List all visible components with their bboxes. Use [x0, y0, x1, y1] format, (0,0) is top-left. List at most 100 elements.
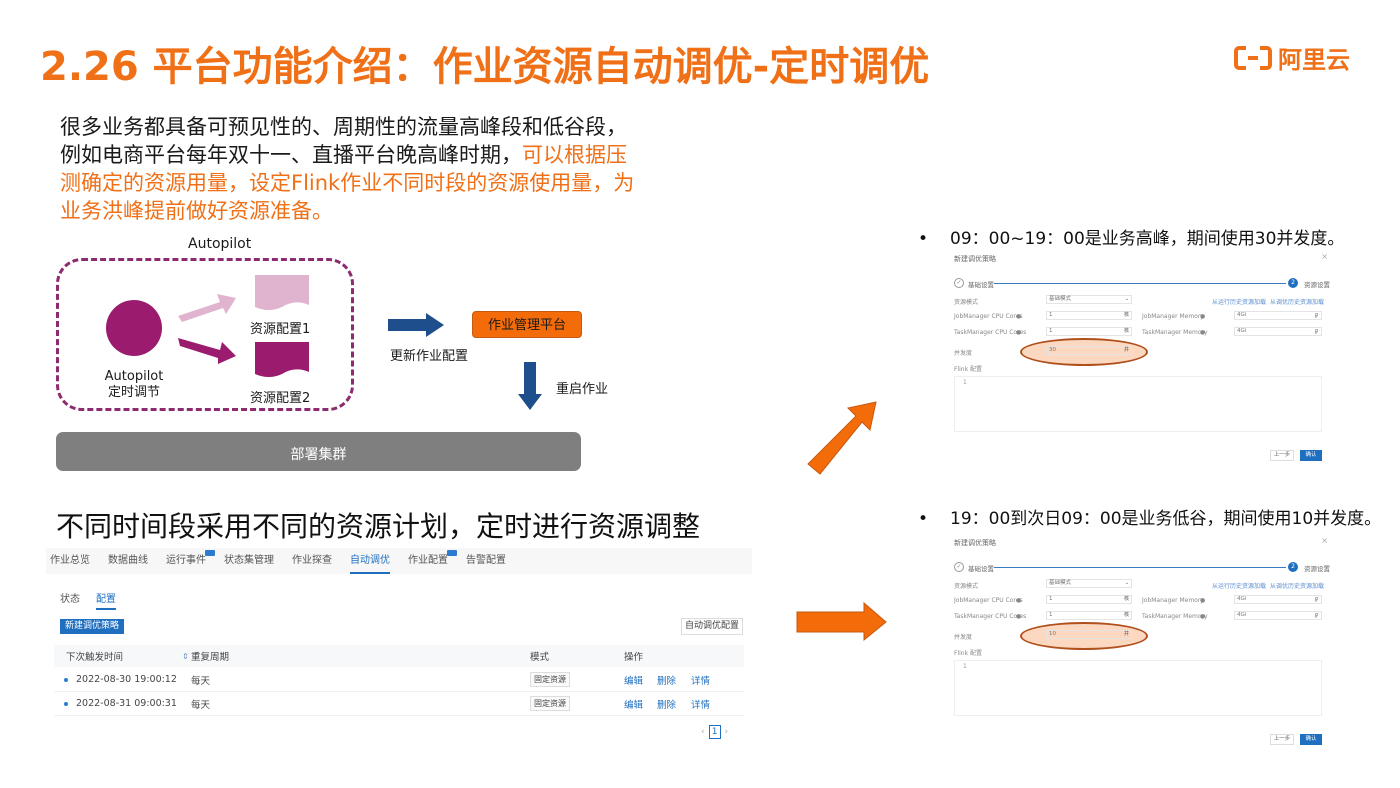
page-1-button[interactable]: 1: [708, 725, 721, 739]
intro-line-2-highlight: 可以根据压: [522, 143, 627, 167]
tab-job-inspect[interactable]: 作业探查: [292, 555, 332, 566]
autopilot-circle-label: Autopilot 定时调节: [104, 369, 164, 400]
tab-run-events[interactable]: 运行事件: [166, 548, 215, 574]
confirm-button[interactable]: 确认: [1300, 450, 1322, 461]
tab-auto-tuning[interactable]: 自动调优: [350, 548, 390, 574]
subtab-status[interactable]: 状态: [60, 594, 80, 605]
auto-tuning-config-button[interactable]: 自动调优配置: [681, 618, 743, 635]
next-page-icon[interactable]: ›: [724, 727, 729, 737]
tab-state-management[interactable]: 状态集管理: [224, 555, 274, 566]
col-repeat: 重复周期: [191, 652, 230, 663]
mode-tag: 固定资源: [530, 696, 570, 711]
update-arrow-icon: [388, 313, 444, 337]
status-dot-icon: [64, 677, 68, 682]
col-ops: 操作: [624, 652, 644, 663]
chevron-down-icon: ⌄: [1124, 296, 1129, 302]
stepper: ✓ 基础设置 2 资源设置: [954, 562, 1330, 574]
stepper: ✓ 基础设置 2 资源设置: [954, 278, 1330, 290]
tab-alert-config[interactable]: 告警配置: [466, 555, 506, 566]
edit-link[interactable]: 编辑: [624, 675, 644, 687]
new-badge: [205, 550, 215, 556]
load-tune-history-link[interactable]: 从调优历史资源加载: [1270, 299, 1325, 306]
new-badge: [447, 550, 457, 556]
tuning-dialog-valley: 新建调优策略 × ✓ 基础设置 2 资源设置 资源模式 基础模式⌄ 从运行历史资…: [952, 534, 1332, 750]
status-dot-icon: [64, 701, 68, 706]
subtabs: 状态 配置: [60, 590, 116, 610]
resource-mode-select[interactable]: 基础模式⌄: [1046, 579, 1132, 588]
flink-config-editor[interactable]: 1: [954, 376, 1322, 432]
intro-line-3: 测确定的资源用量，设定Flink作业不同时段的资源使用量，为: [60, 171, 635, 195]
slide-title: 2.26 平台功能介绍：作业资源自动调优-定时调优: [40, 44, 930, 90]
close-icon[interactable]: ×: [1321, 536, 1328, 545]
load-tune-history-link[interactable]: 从调优历史资源加载: [1270, 583, 1325, 590]
new-tuning-strategy-button[interactable]: 新建调优策略: [60, 619, 124, 634]
sort-icon[interactable]: ⇕: [182, 651, 189, 661]
tab-data-curve[interactable]: 数据曲线: [108, 555, 148, 566]
detail-link[interactable]: 详情: [691, 699, 711, 711]
job-tabs: 作业总览 数据曲线 运行事件 状态集管理 作业探查 自动调优 作业配置 告警配置: [46, 548, 752, 574]
table-header: 下次触发时间 ⇕ 重复周期 模式 操作: [54, 645, 744, 667]
restart-arrow-icon: [518, 362, 542, 410]
dialog-title: 新建调优策略: [954, 255, 996, 263]
info-icon: ●: [1200, 597, 1206, 604]
restart-job-label: 重启作业: [556, 382, 609, 397]
tab-job-overview[interactable]: 作业总览: [50, 555, 90, 566]
tab-job-config[interactable]: 作业配置: [408, 548, 457, 574]
edit-link[interactable]: 编辑: [624, 699, 644, 711]
intro-line-2: 例如电商平台每年双十一、直播平台晚高峰时期，: [60, 143, 522, 167]
prev-page-icon[interactable]: ‹: [701, 727, 705, 737]
subtab-config[interactable]: 配置: [96, 590, 116, 610]
info-icon: ●: [1200, 329, 1206, 336]
valley-note: •19：00到次日09：00是业务低谷，期间使用10并发度。: [918, 509, 1382, 529]
orange-arrow-right-icon: [796, 602, 887, 642]
info-icon: ●: [1016, 597, 1022, 604]
confirm-button[interactable]: 确认: [1300, 734, 1322, 745]
intro-line-4: 业务洪峰提前做好资源准备。: [60, 199, 333, 223]
load-run-history-link[interactable]: 从运行历史资源加载: [1212, 299, 1267, 306]
aliyun-logo: 阿里云: [1234, 40, 1350, 75]
check-icon: ✓: [954, 562, 964, 572]
check-icon: ✓: [954, 278, 964, 288]
job-management-platform-box: 作业管理平台: [472, 311, 582, 338]
prev-step-button[interactable]: 上一步: [1270, 734, 1294, 745]
edit-icon: ℊ: [1313, 612, 1319, 618]
table-row: 2022-08-31 09:00:31 每天 固定资源 编辑 删除 详情: [54, 692, 744, 716]
orange-arrow-up-right-icon: [807, 401, 877, 475]
info-icon: ●: [1016, 329, 1022, 336]
resource-mode-select[interactable]: 基础模式⌄: [1046, 295, 1132, 304]
highlight-ellipse: [1020, 622, 1148, 650]
detail-link[interactable]: 详情: [691, 675, 711, 687]
close-icon[interactable]: ×: [1321, 252, 1328, 261]
update-config-label: 更新作业配置: [390, 349, 469, 364]
load-run-history-link[interactable]: 从运行历史资源加载: [1212, 583, 1267, 590]
mode-tag: 固定资源: [530, 672, 570, 687]
delete-link[interactable]: 删除: [657, 675, 677, 687]
config1-document-icon: [255, 275, 309, 310]
tuning-dialog-peak: 新建调优策略 × ✓ 基础设置 2 资源设置 资源模式 基础模式⌄ 从运行历史资…: [952, 250, 1332, 466]
logo-text: 阿里云: [1278, 46, 1350, 74]
prev-step-button[interactable]: 上一步: [1270, 450, 1294, 461]
autopilot-label: Autopilot: [188, 236, 252, 252]
col-next-trigger: 下次触发时间: [66, 652, 124, 663]
info-icon: ●: [1200, 613, 1206, 620]
peak-note: •09：00~19：00是业务高峰，期间使用30并发度。: [918, 229, 1345, 249]
autopilot-circle-icon: [106, 300, 162, 356]
dialog-title: 新建调优策略: [954, 539, 996, 547]
highlight-ellipse: [1020, 338, 1148, 366]
config2-document-icon: [255, 342, 309, 377]
flink-config-editor[interactable]: 1: [954, 660, 1322, 716]
edit-icon: ℊ: [1313, 328, 1319, 334]
chevron-down-icon: ⌄: [1124, 580, 1129, 586]
delete-link[interactable]: 删除: [657, 699, 677, 711]
info-icon: ●: [1200, 313, 1206, 320]
